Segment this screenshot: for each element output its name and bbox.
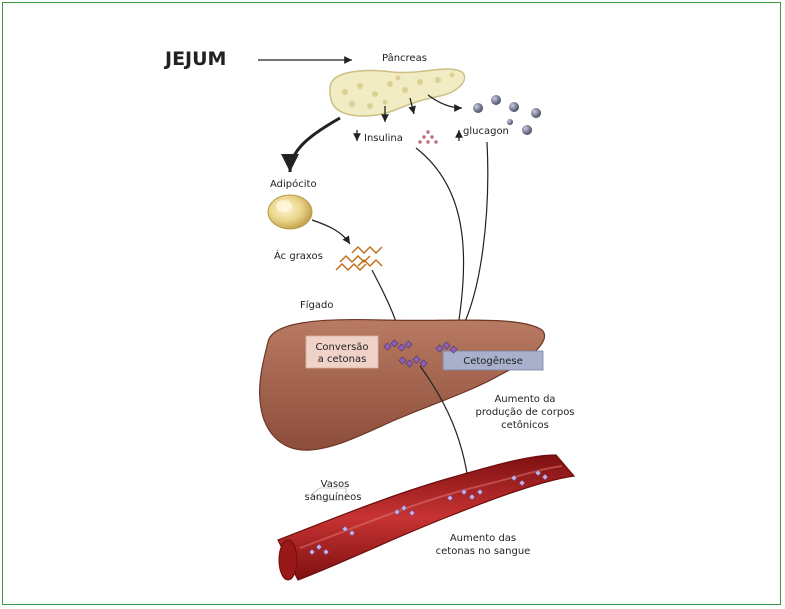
pancreas-label: Pâncreas — [382, 52, 427, 64]
conversion-label-line2: a cetonas — [318, 354, 367, 365]
glucagon-label: glucagon — [463, 126, 509, 137]
conversion-label-line1: Conversão — [315, 342, 368, 353]
blood-ketones-line1: Aumento das — [450, 533, 516, 544]
fatty-acids-icon — [336, 247, 382, 270]
pancreas-to-adipocyte-arrow — [290, 118, 340, 172]
glucagon-to-liver-arrow — [452, 142, 488, 345]
vessels-label-line2: sanguíneos — [305, 491, 362, 503]
blood-ketones-line2: cetonas no sangue — [436, 546, 531, 557]
ketogenesis-label: Cetogênese — [463, 355, 523, 367]
vessels-label-line1: Vasos — [321, 479, 350, 490]
insulin-to-liver-arrow — [416, 148, 464, 345]
increase-production-line2: produção de corpos — [475, 407, 574, 418]
liver-label: Fígado — [300, 299, 333, 311]
adipocyte-to-fatty-acids-arrow — [312, 220, 350, 244]
fatty-acids-label: Ác graxos — [274, 249, 323, 262]
adipocyte-highlight — [276, 200, 292, 212]
adipocyte-cell — [268, 195, 312, 229]
insulin-granules-icon — [418, 130, 437, 143]
fasting-label: JEJUM — [163, 48, 226, 70]
increase-production-line1: Aumento da — [494, 394, 555, 405]
insulin-label: Insulina — [364, 133, 403, 144]
increase-production-line3: cetônicos — [501, 419, 549, 431]
adipocyte-label: Adipócito — [270, 178, 317, 190]
vessel-open-end — [279, 540, 297, 580]
